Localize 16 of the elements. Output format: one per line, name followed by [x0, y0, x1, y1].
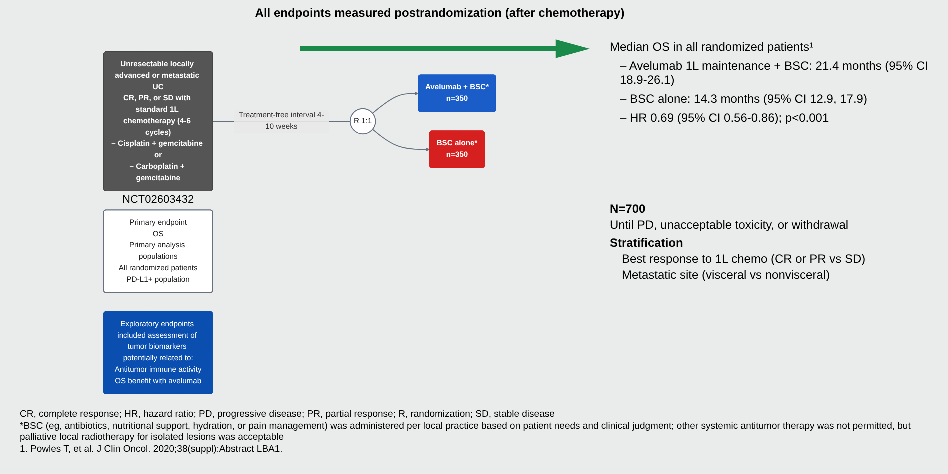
footnote-text: 1. Powles T, et al. J Clin Oncol. 2020;38(suppl):Abstract LBA1. [20, 444, 284, 455]
caption-text: NCT02603432 [122, 194, 196, 206]
bullet-text: Best response to 1L chemo (CR or PR vs SD) [621, 252, 867, 266]
section-heading: Stratification [610, 236, 684, 250]
results-heading: Median OS in all randomized patients¹ [610, 40, 814, 54]
arrow [372, 92, 419, 114]
note-text: Until PD, unacceptable toxicity, or withdrawal [610, 218, 850, 232]
footnote-text: CR, complete response; HR, hazard ratio; PD, progressive disease; PR, partial response; R, randomization; SD, stable disease [20, 409, 556, 420]
sample-size-text: N=700 [610, 202, 647, 216]
result-text: – Avelumab 1L maintenance + BSC: 21.4 months (95% CI 18.9-26.1) [619, 59, 930, 87]
footnote-text: *BSC (eg, antibiotics, nutritional support, hydration, or pain management) was administered per local practice based on patient needs and clinical judgment; other systemic antitumor therapy was not permitted, but palliative local radiotherapy for isolated lesions was acceptable [20, 421, 912, 443]
bullet-text: Metastatic site (visceral vs nonvisceral) [621, 268, 832, 282]
arrow [372, 129, 430, 152]
result-text: – BSC alone: 14.3 months (95% CI 12.9, 17.9) [619, 92, 868, 106]
result-text: – HR 0.69 (95% CI 0.56-0.86); p<0.001 [619, 111, 830, 125]
header-text: All endpoints measured postrandomization (after chemotherapy) [254, 6, 626, 20]
